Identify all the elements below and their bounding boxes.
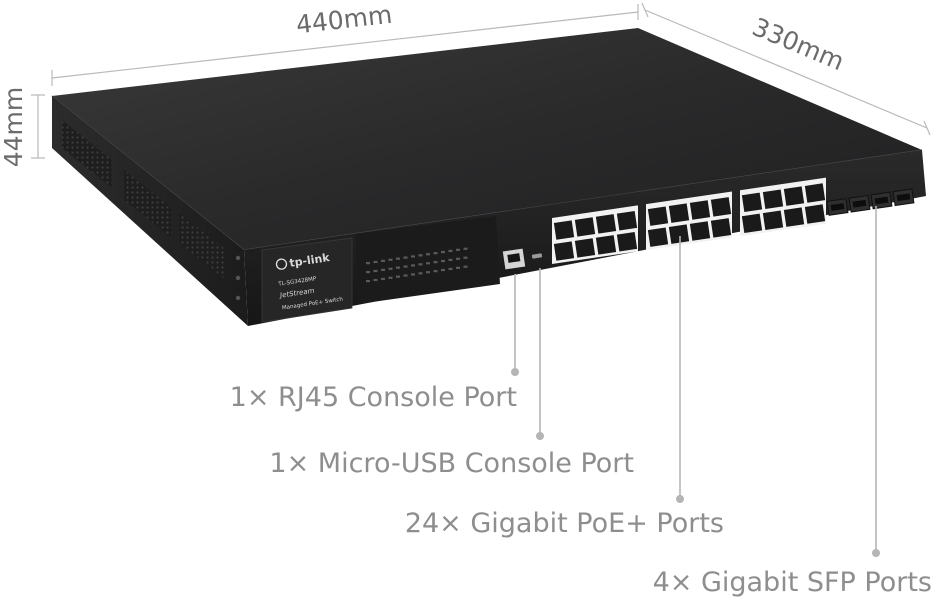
rj45-port bbox=[574, 238, 596, 258]
rj45-port bbox=[616, 232, 638, 252]
status-led bbox=[426, 271, 430, 274]
status-led bbox=[381, 268, 385, 271]
status-led bbox=[456, 257, 460, 260]
rj45-port bbox=[762, 189, 784, 209]
status-led bbox=[441, 259, 445, 263]
sfp-port-slot bbox=[852, 199, 867, 208]
sfp-port-slot bbox=[896, 193, 911, 202]
tp-link-logo-icon bbox=[275, 258, 288, 270]
rj45-port bbox=[668, 224, 690, 244]
status-led bbox=[366, 271, 370, 274]
status-led bbox=[433, 270, 438, 273]
rj45-console-callout: 1× RJ45 Console Port bbox=[230, 382, 517, 413]
rj45-port bbox=[804, 183, 826, 203]
status-led bbox=[396, 266, 400, 269]
status-led bbox=[426, 262, 430, 265]
status-led bbox=[366, 262, 370, 265]
side-vent bbox=[124, 170, 172, 238]
status-led bbox=[418, 263, 423, 266]
side-vent bbox=[178, 212, 226, 280]
model-label: TL-SG3428MP bbox=[277, 276, 317, 288]
rj45-port bbox=[553, 220, 575, 240]
status-led bbox=[381, 259, 385, 262]
rj45-port bbox=[668, 203, 690, 223]
status-led bbox=[396, 275, 400, 278]
callout-dots bbox=[511, 368, 880, 557]
status-led bbox=[381, 277, 385, 280]
rj45-port bbox=[689, 200, 711, 220]
rj45-port bbox=[783, 186, 805, 206]
rj45-port bbox=[647, 206, 669, 226]
micro-usb-console-port bbox=[531, 253, 543, 259]
gigabit-poe-ports-callout: 24× Gigabit PoE+ Ports bbox=[405, 508, 724, 539]
status-led bbox=[418, 272, 423, 275]
status-led bbox=[456, 248, 460, 251]
callout-leaders bbox=[514, 206, 877, 552]
front-label-block: tp-link TL-SG3428MP JetStream Managed Po… bbox=[261, 237, 353, 323]
status-led bbox=[441, 250, 445, 254]
port-block bbox=[552, 205, 638, 264]
side-vent bbox=[62, 120, 112, 188]
rj45-port bbox=[762, 210, 784, 230]
port-block bbox=[646, 191, 732, 251]
rj45-port bbox=[616, 211, 638, 231]
micro-usb-console-callout: 1× Micro-USB Console Port bbox=[269, 448, 634, 479]
console-port-area bbox=[502, 248, 543, 270]
status-led bbox=[411, 264, 415, 267]
status-led bbox=[441, 268, 445, 272]
status-led bbox=[373, 269, 378, 273]
rj45-port bbox=[710, 218, 732, 238]
height-dimension-label: 44mm bbox=[0, 87, 28, 168]
status-led bbox=[426, 253, 430, 256]
port-block bbox=[740, 177, 826, 237]
gigabit-sfp-ports-callout: 4× Gigabit SFP Ports bbox=[653, 567, 932, 598]
rj45-port-array bbox=[552, 177, 826, 264]
status-led bbox=[448, 258, 453, 262]
status-led bbox=[366, 280, 370, 283]
status-led bbox=[388, 267, 393, 270]
rj45-port bbox=[741, 192, 763, 213]
sfp-port-array bbox=[826, 188, 915, 216]
rj45-port bbox=[647, 227, 669, 247]
status-led bbox=[403, 256, 408, 259]
status-led bbox=[433, 261, 438, 264]
status-led bbox=[403, 265, 408, 268]
sfp-port-slot bbox=[874, 196, 889, 205]
status-led bbox=[463, 265, 468, 268]
dimension-lines bbox=[31, 2, 931, 159]
chassis-top-panel bbox=[52, 28, 922, 250]
status-led bbox=[448, 267, 453, 271]
status-led bbox=[463, 256, 468, 259]
depth-dimension-label: 330mm bbox=[748, 12, 848, 76]
led-status-panel bbox=[356, 216, 500, 304]
status-led bbox=[388, 276, 393, 279]
sfp-port-slot bbox=[830, 203, 845, 211]
status-led bbox=[418, 254, 423, 257]
rj45-port bbox=[553, 241, 575, 261]
status-led bbox=[411, 255, 415, 258]
status-led bbox=[463, 247, 468, 250]
rj45-port bbox=[574, 217, 596, 237]
status-led bbox=[373, 278, 378, 282]
status-led bbox=[456, 266, 460, 269]
rj45-port bbox=[595, 214, 617, 234]
rj45-port bbox=[783, 207, 805, 227]
rj45-port bbox=[804, 204, 826, 224]
rj45-port bbox=[710, 197, 732, 217]
width-dimension-label: 440mm bbox=[295, 0, 394, 39]
status-led bbox=[433, 252, 438, 255]
status-led bbox=[388, 258, 393, 261]
brand-logo-text: tp-link bbox=[289, 251, 332, 270]
rj45-port bbox=[741, 213, 763, 234]
status-led bbox=[373, 260, 378, 264]
status-led bbox=[403, 274, 408, 277]
status-led bbox=[411, 273, 415, 276]
status-led bbox=[396, 257, 400, 260]
status-led bbox=[448, 249, 453, 253]
rj45-port bbox=[689, 221, 711, 241]
rj45-port bbox=[595, 235, 617, 255]
